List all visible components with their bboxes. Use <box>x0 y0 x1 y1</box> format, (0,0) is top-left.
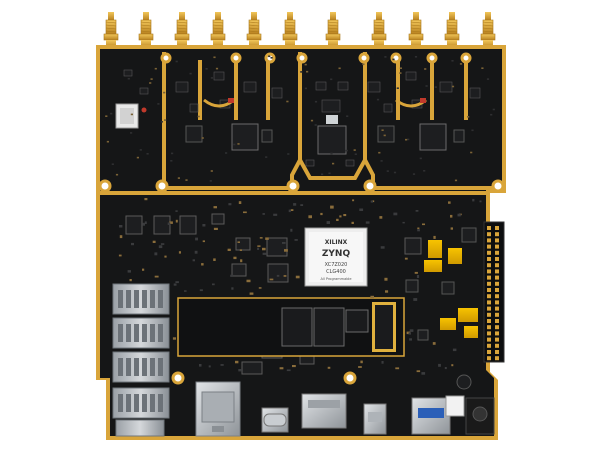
sma-connector <box>174 12 190 48</box>
power-chips <box>405 227 477 390</box>
sma-connector <box>138 12 154 48</box>
sma-connector <box>371 12 387 48</box>
sfp-cage <box>112 351 170 383</box>
dc-jack <box>465 397 495 435</box>
micro-usb-port <box>363 403 387 435</box>
rf-chips <box>185 115 465 155</box>
sma-connector <box>444 12 460 48</box>
memory-module <box>177 297 405 357</box>
small-chips <box>123 69 481 167</box>
pin-header <box>483 221 505 363</box>
sfp-cage <box>112 317 170 349</box>
fpga-brand-label: XILINX <box>325 239 348 246</box>
sma-connector <box>103 12 119 48</box>
sma-connector <box>246 12 262 48</box>
ethernet-port <box>195 381 241 437</box>
sma-connector <box>408 12 424 48</box>
passive-components <box>105 55 495 375</box>
sma-connector-row <box>103 12 496 48</box>
sd-card-slot <box>301 393 347 429</box>
sfp-cages <box>112 283 170 437</box>
sfp-cage <box>112 283 170 315</box>
sfp-cage <box>112 387 170 419</box>
clock-module <box>115 103 147 129</box>
sma-connector <box>325 12 341 48</box>
sma-connector <box>480 12 496 48</box>
fpga-part-label: XC7Z020 <box>325 262 348 268</box>
tantalum-capacitors <box>424 240 478 338</box>
usb-c-port <box>261 407 289 433</box>
fpga-chip: XILINX ZYNQ XC7Z020 CLG400 All Programma… <box>304 227 368 287</box>
sma-connector <box>282 12 298 48</box>
usb-a-port <box>411 397 451 435</box>
fpga-package-label: CLG400 <box>326 269 346 275</box>
jst-connector <box>445 395 465 417</box>
fpga-tagline-label: All Programmable <box>320 277 351 281</box>
fpga-family-label: ZYNQ <box>322 249 351 259</box>
sfp-cage-front <box>115 419 165 437</box>
sma-connector <box>210 12 226 48</box>
